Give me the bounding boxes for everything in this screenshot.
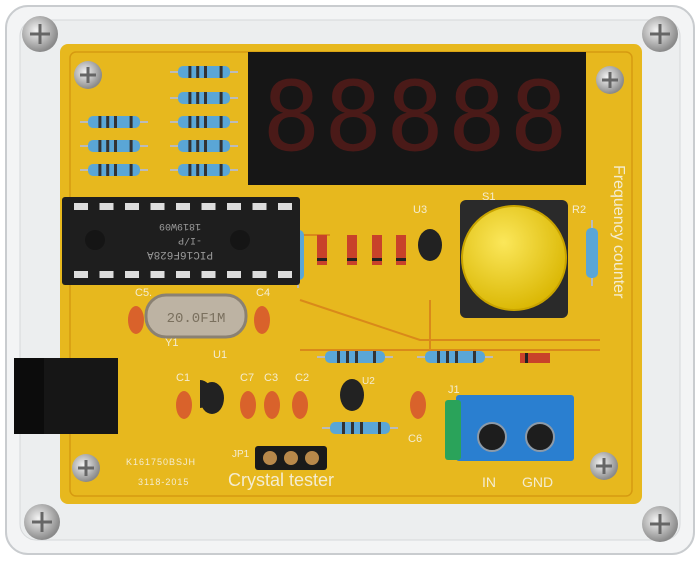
chip-pin	[201, 203, 216, 210]
label-j1: J1	[448, 384, 460, 396]
resistor	[417, 351, 493, 363]
screw-icon	[74, 61, 102, 89]
transistors	[200, 229, 442, 414]
chip-pin	[125, 203, 139, 210]
chip-pin	[125, 271, 139, 278]
resistor	[80, 164, 148, 176]
resistor-bank	[80, 66, 598, 434]
chip-pin	[150, 271, 165, 278]
label-y1: Y1	[165, 337, 178, 349]
chip-pin	[176, 271, 190, 278]
resistor	[80, 116, 148, 128]
chip-pin	[201, 271, 216, 278]
terminal-screw-in	[477, 422, 507, 452]
label-u2: U2	[362, 376, 375, 387]
chip-pin	[99, 271, 114, 278]
chip-pin	[252, 203, 267, 210]
label-c6: C6	[408, 433, 422, 445]
label-c1: C1	[176, 372, 190, 384]
resistor	[317, 351, 393, 363]
chip-pin	[99, 203, 114, 210]
chip-pin	[150, 203, 165, 210]
title-frequency-counter: Frequency counter	[610, 165, 627, 299]
resistor	[586, 220, 598, 286]
board-date: 3118-2015	[138, 477, 189, 487]
chip-pin	[74, 203, 88, 210]
chip-pins	[74, 203, 292, 278]
label-u3: U3	[413, 204, 427, 216]
screw-icon	[24, 504, 60, 540]
chip-lot: 1819W09	[159, 220, 201, 231]
chip-pin	[278, 203, 292, 210]
board-id: K161750BSJH	[126, 457, 196, 467]
screw-icon	[72, 454, 100, 482]
chip-pin	[74, 271, 88, 278]
label-r2: R2	[572, 204, 586, 216]
screw-icon	[642, 506, 678, 542]
capacitors	[128, 306, 426, 419]
screw-icon	[22, 16, 58, 52]
resistor	[322, 422, 398, 434]
label-in: IN	[482, 474, 496, 490]
display-digits: 88888	[263, 61, 572, 173]
label-c7: C7	[240, 372, 254, 384]
diodes	[317, 235, 550, 363]
chip-pin	[252, 271, 267, 278]
screw-icon	[590, 452, 618, 480]
push-button[interactable]	[461, 205, 567, 311]
resistor	[170, 140, 238, 152]
chip-part: PIC16F628A	[147, 248, 213, 260]
microcontroller-chip	[62, 197, 300, 285]
screw-icon	[642, 16, 678, 52]
screw-icon	[596, 66, 624, 94]
label-u1: U1	[213, 349, 227, 361]
label-c3: C3	[264, 372, 278, 384]
resistor	[170, 164, 238, 176]
label-gnd: GND	[522, 474, 553, 490]
resistor	[170, 66, 238, 78]
crystal-marking: 20.0F1M	[167, 311, 226, 327]
chip-pin	[278, 271, 292, 278]
seven-segment-display	[248, 52, 586, 185]
test-clip	[445, 400, 461, 460]
chip-pin	[227, 271, 241, 278]
label-c2: C2	[295, 372, 309, 384]
chip-pin	[227, 203, 241, 210]
label-s1: S1	[482, 191, 495, 203]
terminal-screw-gnd	[525, 422, 555, 452]
chip-suffix: -I/P	[178, 234, 202, 246]
label-c5: C5.	[135, 287, 152, 299]
chip-pin	[176, 203, 190, 210]
crystal-oscillator	[144, 293, 248, 339]
resistor	[80, 140, 148, 152]
label-c4: C4	[256, 287, 270, 299]
resistor	[170, 116, 238, 128]
subtitle-crystal-tester: Crystal tester	[228, 470, 334, 490]
terminal-block	[456, 395, 574, 461]
resistor	[170, 92, 238, 104]
label-jp1: JP1	[232, 449, 250, 460]
pcb-traces	[299, 234, 600, 360]
